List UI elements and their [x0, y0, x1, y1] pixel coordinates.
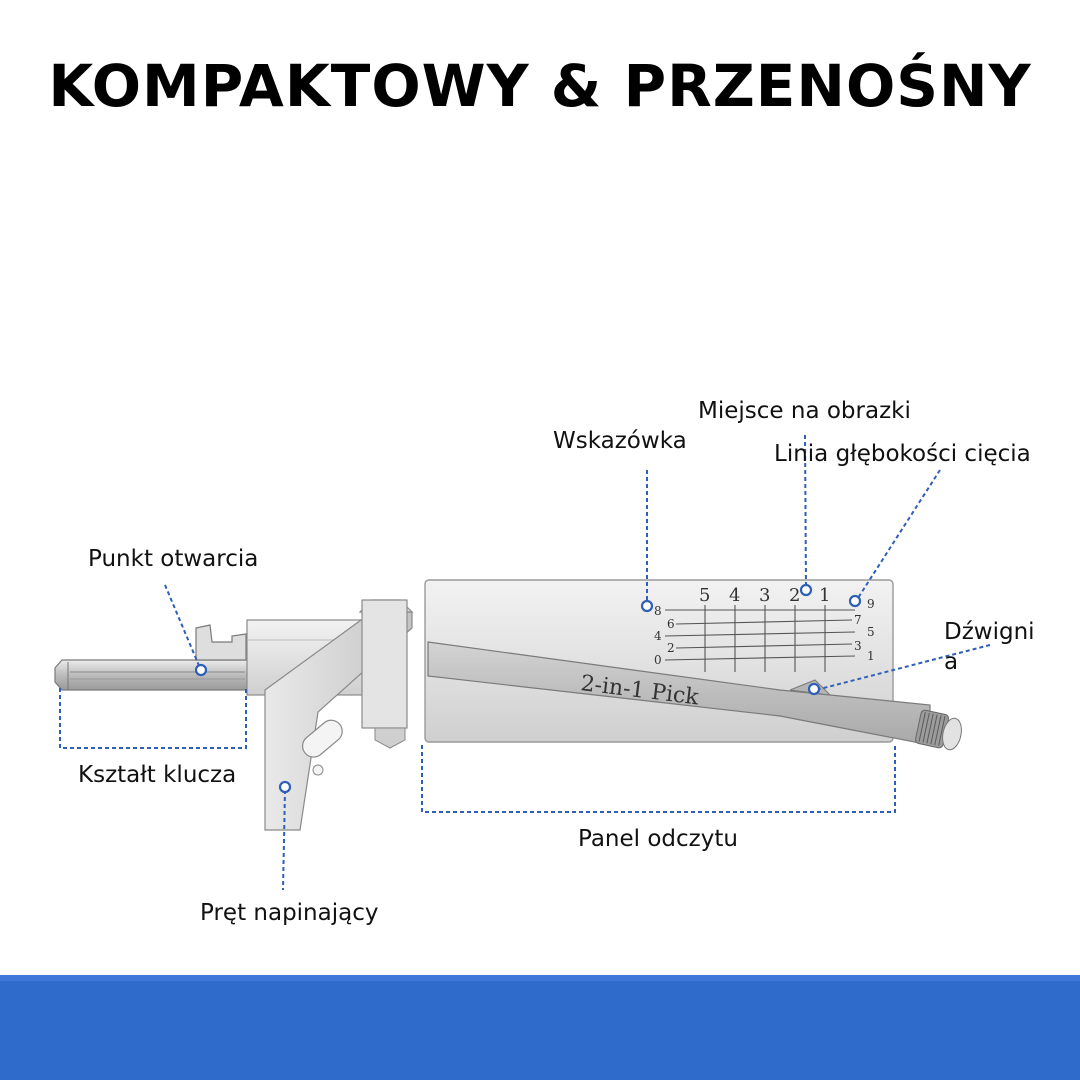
- leader-pret-napinajacy: [282, 789, 286, 891]
- label-dzwignia-line2: a: [944, 649, 959, 675]
- dot-wskazowka: [640, 599, 654, 613]
- label-linia-glebokosci: Linia głębokości cięcia: [774, 441, 1031, 467]
- label-dzwignia-line1: Dźwigni: [944, 619, 1035, 645]
- footer-band: [0, 975, 1080, 1080]
- left-number-0: 0: [654, 653, 662, 667]
- top-number-1: 1: [819, 585, 830, 606]
- headline: KOMPAKTOWY & PRZENOŚNY: [48, 52, 1032, 120]
- right-number-9: 9: [867, 597, 875, 611]
- label-dzwignia: Dźwigni a: [944, 617, 1035, 677]
- pick-tip: [195, 624, 247, 661]
- dot-dzwignia: [807, 682, 821, 696]
- right-number-5: 5: [867, 625, 875, 639]
- key-shaft: [54, 659, 251, 691]
- label-punkt-otwarcia: Punkt otwarcia: [88, 546, 259, 572]
- label-ksztalt-klucza: Kształt klucza: [78, 762, 237, 788]
- leader-dzwignia: [815, 644, 991, 691]
- right-number-3: 3: [854, 639, 862, 653]
- dot-pret-napinajacy: [278, 780, 292, 794]
- left-number-2: 2: [667, 641, 675, 655]
- leader-miejsce-na-obrazki: [804, 434, 807, 589]
- left-number-8: 8: [654, 604, 662, 618]
- top-number-5: 5: [699, 585, 710, 606]
- label-panel-odczytu: Panel odczytu: [578, 826, 738, 852]
- label-miejsce-na-obrazki: Miejsce na obrazki: [698, 398, 911, 424]
- annotation-dots: [194, 583, 862, 794]
- leader-ksztalt-klucza: [59, 688, 247, 749]
- lever-knob: [915, 709, 962, 751]
- left-number-6: 6: [667, 617, 675, 631]
- right-number-1: 1: [867, 649, 875, 663]
- tension-bar: [264, 599, 414, 831]
- right-number-7: 7: [854, 613, 862, 627]
- leader-linia-glebokosci: [857, 469, 941, 599]
- top-number-3: 3: [759, 585, 770, 606]
- depth-grid: [664, 605, 856, 672]
- leader-panel-odczytu: [421, 745, 896, 813]
- top-number-4: 4: [729, 585, 740, 606]
- top-number-2: 2: [789, 585, 800, 606]
- label-pret-napinajacy: Pręt napinający: [200, 900, 379, 926]
- label-wskazowka: Wskazówka: [553, 428, 687, 454]
- dot-punkt-otwarcia: [194, 663, 208, 677]
- left-number-4: 4: [654, 629, 662, 643]
- annotation-lines: [59, 434, 991, 891]
- dot-miejsce-na-obrazki: [799, 583, 813, 597]
- dot-linia-glebokosci: [848, 594, 862, 608]
- leader-punkt-otwarcia: [164, 584, 201, 669]
